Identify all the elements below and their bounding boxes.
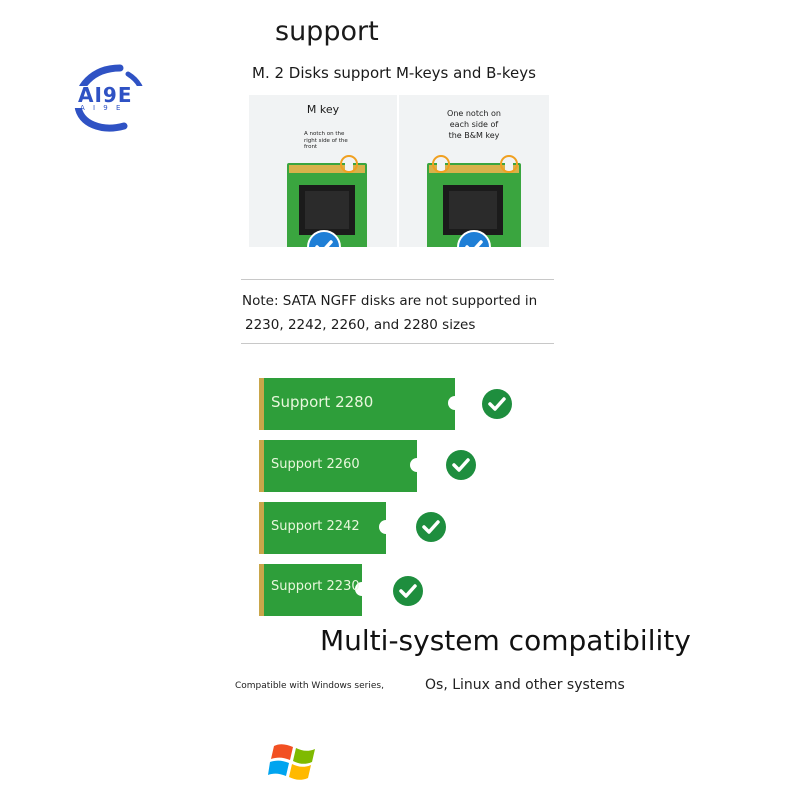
m2-card-2260-icon <box>259 440 417 492</box>
m2-card-2280-icon <box>259 378 455 430</box>
bm-key-check-icon <box>457 230 491 247</box>
m-key-title: M key <box>306 103 340 116</box>
m-key-panel: M key A notch on the right side of the f… <box>249 95 397 247</box>
size-2280-check-icon <box>482 389 512 419</box>
sata-note: Note: SATA NGFF disks are not supported … <box>242 289 537 337</box>
compatibility-windows-text: Compatible with Windows series, <box>235 681 384 691</box>
m2-card-2242-icon <box>259 502 386 554</box>
m2-card-2230-icon <box>259 564 362 616</box>
bm-key-note-line-2: each side of <box>449 119 499 129</box>
note-top-rule <box>241 279 554 280</box>
bm-key-panel: One notch on each side of the B&M key <box>399 95 549 247</box>
bm-key-note: One notch on each side of the B&M key <box>399 109 549 141</box>
brand-logo: AI9E A I 9 E <box>72 64 148 134</box>
section-subtitle-keys: M. 2 Disks support M-keys and B-keys <box>252 64 536 82</box>
size-2242-check-icon <box>416 512 446 542</box>
brand-logo-icon <box>74 64 146 132</box>
size-row-2280: Support 2280 <box>259 378 529 430</box>
brand-logo-subtext: A I 9 E <box>80 104 124 112</box>
windows-logo-icon <box>268 740 322 784</box>
m-key-board-illustration <box>287 155 367 247</box>
sata-note-line-1: Note: SATA NGFF disks are not supported … <box>242 293 538 309</box>
brand-logo-text: AI9E <box>78 83 133 107</box>
note-bottom-rule <box>241 343 554 344</box>
size-row-2230: Support 2230 <box>259 564 369 616</box>
size-row-2242: Support 2242 <box>259 502 394 554</box>
size-label-2280: Support 2280 <box>271 393 374 411</box>
bm-key-note-line-1: One notch on <box>447 109 501 118</box>
m-key-check-icon <box>307 230 341 247</box>
size-label-2260: Support 2260 <box>271 457 360 472</box>
size-label-2242: Support 2242 <box>271 519 360 534</box>
m-key-note: A notch on the right side of the front <box>304 131 348 151</box>
bm-key-note-line-3: the B&M key <box>448 130 500 140</box>
compatibility-other-os-text: Os, Linux and other systems <box>425 677 625 693</box>
compatibility-title: Multi-system compatibility <box>320 624 691 657</box>
section-title-support: support <box>275 16 379 47</box>
bm-key-board-illustration <box>427 155 521 247</box>
size-2260-check-icon <box>446 450 476 480</box>
size-row-2260: Support 2260 <box>259 440 429 492</box>
size-2230-check-icon <box>393 576 423 606</box>
sata-note-line-2: 2230, 2242, 2260, and 2280 sizes <box>245 317 476 333</box>
size-label-2230: Support 2230 <box>271 579 360 594</box>
